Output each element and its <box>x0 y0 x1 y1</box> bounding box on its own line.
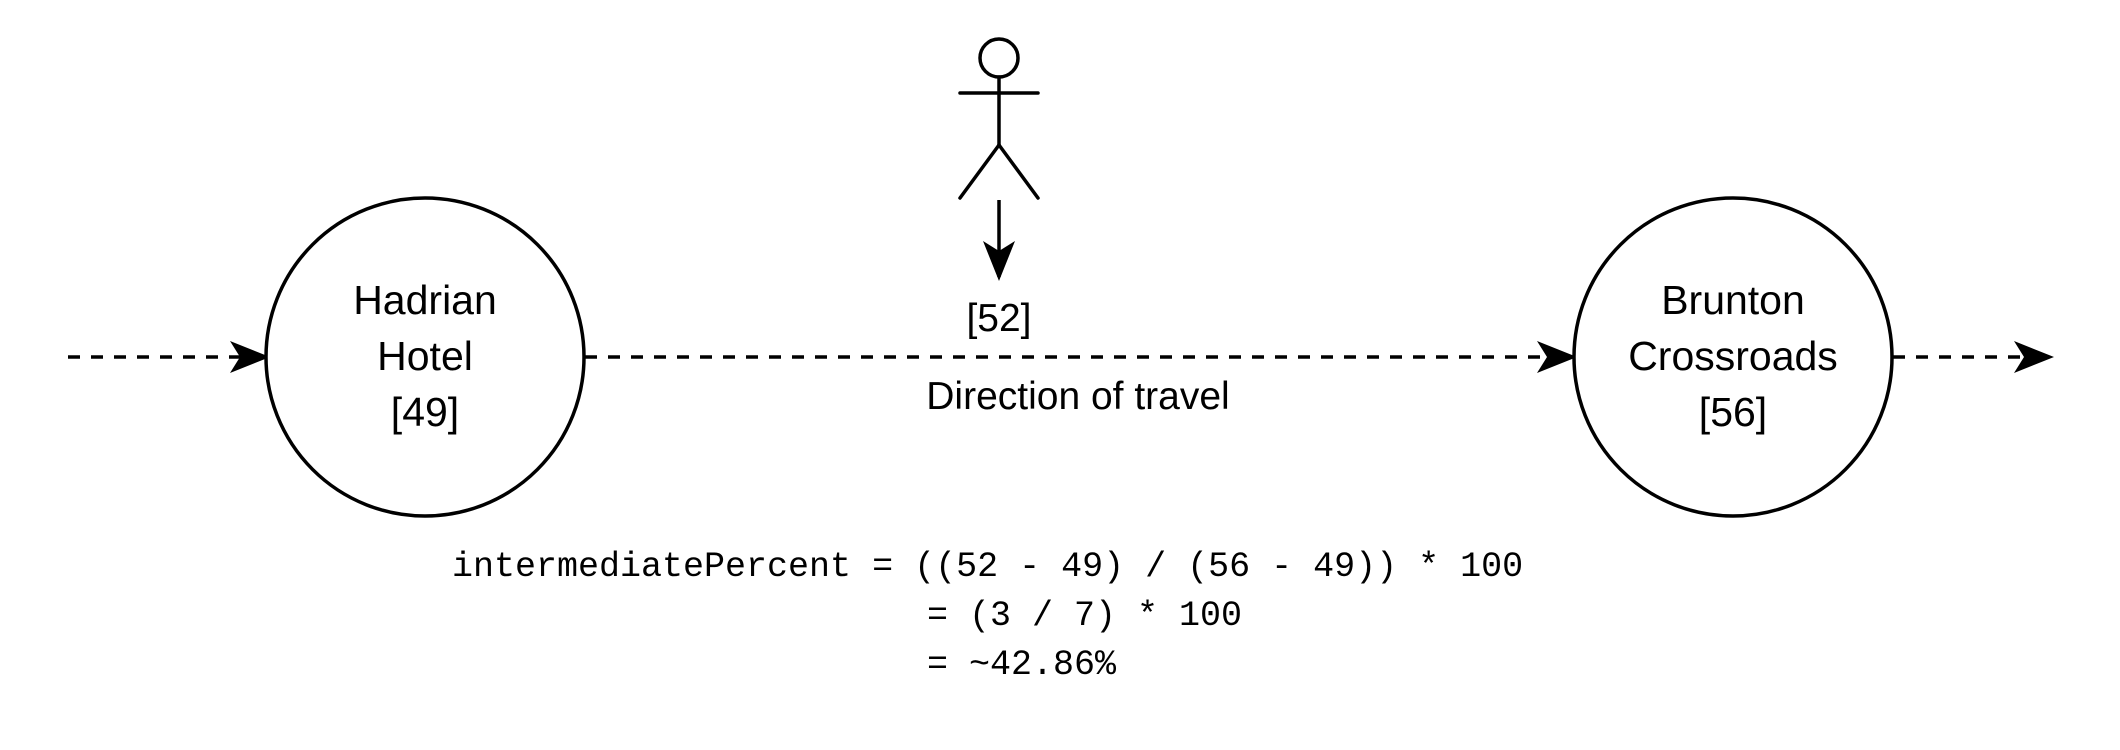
formula-block: intermediatePercent = ((52 - 49) / (56 -… <box>452 547 1523 685</box>
node-brunton-crossroads-name-line2: Crossroads <box>1628 333 1838 379</box>
traveller-value: [52] <box>966 297 1031 340</box>
node-brunton-crossroads-value: [56] <box>1699 389 1767 435</box>
node-brunton-crossroads-name-line1: Brunton <box>1661 277 1805 323</box>
formula-line-3: = ~42.86% <box>927 645 1117 685</box>
node-brunton-crossroads: Brunton Crossroads [56] <box>1572 196 1894 518</box>
formula-line-1: intermediatePercent = ((52 - 49) / (56 -… <box>452 547 1523 587</box>
node-hadrian-hotel: Hadrian Hotel [49] <box>264 196 586 518</box>
node-hadrian-hotel-circle <box>264 196 586 518</box>
stick-figure-icon <box>958 37 1040 200</box>
node-brunton-crossroads-circle <box>1572 196 1894 518</box>
formula-line-2: = (3 / 7) * 100 <box>927 596 1242 636</box>
node-hadrian-hotel-value: [49] <box>391 389 459 435</box>
node-hadrian-hotel-name-line2: Hotel <box>377 333 473 379</box>
node-hadrian-hotel-name-line1: Hadrian <box>353 277 497 323</box>
direction-label: Direction of travel <box>926 375 1229 418</box>
